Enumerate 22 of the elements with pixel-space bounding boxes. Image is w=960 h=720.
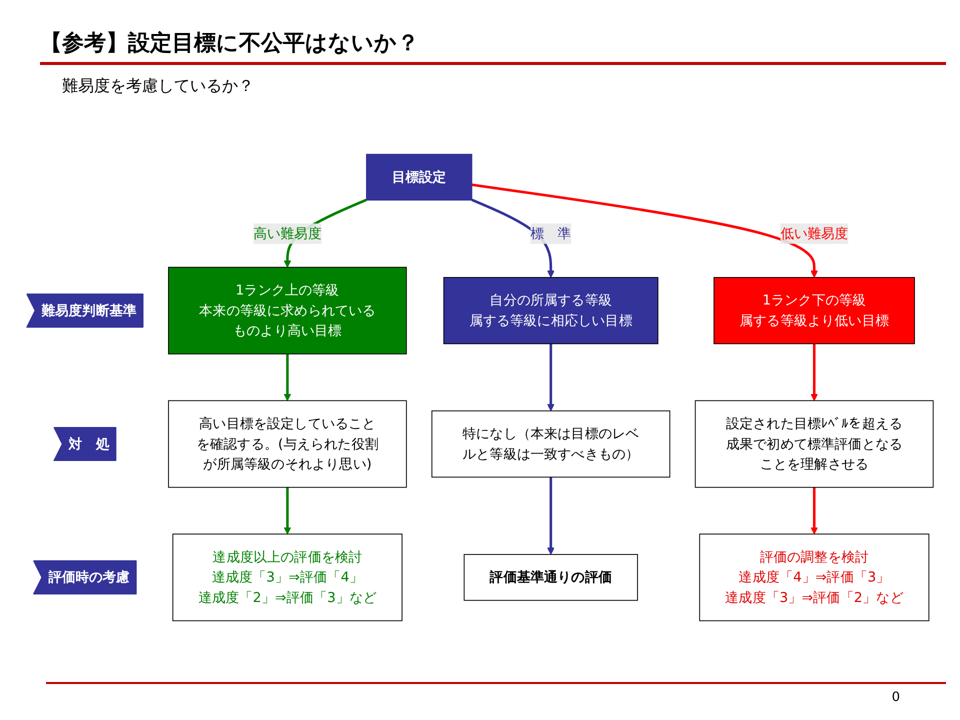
node-box: 高い目標を設定していることを確認する。(与えられた役割が所属等級のそれより思い) (168, 400, 407, 488)
page-number: 0 (892, 690, 900, 705)
node-box: 設定された目標ﾚﾍﾞﾙを超える成果で初めて標準評価となることを理解させる (694, 400, 934, 488)
edge-label: 低い難易度 (780, 225, 848, 242)
slide-title: 【参考】設定目標に不公平はないか？ (40, 30, 419, 58)
subtitle: 難易度を考慮しているか？ (62, 76, 254, 97)
arrow (547, 477, 555, 555)
node-box: 目標設定 (366, 154, 472, 201)
node-box: 達成度以上の評価を検討 達成度「3」⇒評価「4」 達成度「2」⇒評価「3」など (172, 534, 402, 622)
node-box: 1ランク下の等級 属する等級より低い目標 (714, 277, 915, 344)
arrow (810, 487, 818, 534)
arrow (810, 344, 818, 401)
arrow (547, 344, 555, 412)
node-box: 評価基準通りの評価 (464, 554, 638, 601)
edge-label: 高い難易度 (253, 225, 322, 242)
edge-label: 標 準 (530, 225, 572, 242)
node-box: 評価の調整を検討 達成度「4」⇒評価「3」 達成度「3」⇒評価「2」など (699, 534, 930, 622)
node-box: 特になし（本来は目標のレベルと等級は一致すべきもの） (431, 410, 670, 478)
arrow (284, 487, 292, 534)
node-box: 自分の所属する等級 属する等級に相応しい目標 (443, 277, 658, 344)
arrow (284, 354, 292, 401)
node-box: 1ランク上の等級 本来の等級に求められているものより高い目標 (168, 266, 407, 354)
